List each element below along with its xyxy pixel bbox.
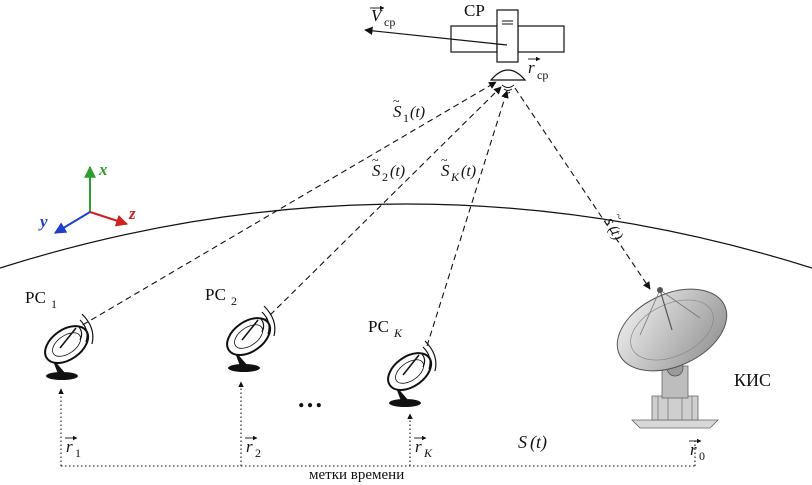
signal-kis-arg: (t) — [605, 223, 626, 243]
station-2-label: РС — [205, 285, 226, 304]
kis-vector-sub: 0 — [699, 449, 705, 463]
signal-path-2 — [262, 86, 502, 323]
station-2-dish-icon — [226, 305, 276, 372]
station-1-dish-icon — [44, 313, 94, 380]
satellite-position-sub: ср — [537, 68, 548, 82]
station-2-vector-sub: 2 — [255, 446, 261, 460]
stations-ellipsis: … — [297, 384, 323, 413]
signal-path-k — [426, 90, 509, 347]
station-k-dish-icon — [387, 340, 437, 407]
kis-label: КИС — [734, 370, 771, 390]
ground-signal-label: S — [518, 432, 527, 452]
station-k-vector-sub: K — [423, 446, 433, 460]
satellite-wave-icon — [501, 84, 515, 94]
satellite-label: СР — [464, 1, 485, 20]
velocity-sub: ср — [384, 15, 395, 29]
satellite-antenna — [489, 69, 527, 81]
station-k-vector: r — [415, 437, 422, 456]
signal-s2-sub: 2 — [382, 170, 388, 184]
station-2-vector: r — [246, 437, 253, 456]
tilde-mark: ~ — [393, 94, 400, 108]
coordinate-axes — [53, 165, 129, 234]
station-1-vector: r — [66, 437, 73, 456]
solar-panel-left — [450, 25, 498, 53]
ground-signal-arg: (t) — [530, 432, 547, 453]
timeline-label: метки времени — [309, 467, 404, 483]
tilde-mark: ~ — [441, 153, 448, 167]
signal-sk-arg: (t) — [461, 163, 476, 180]
solar-panel-right — [517, 25, 565, 53]
signal-sk-sub: K — [450, 170, 460, 184]
station-k-sub: K — [393, 326, 403, 340]
signal-s1-label: S — [393, 102, 402, 121]
signal-sk-label: S — [441, 161, 450, 180]
satellite-body — [496, 9, 519, 63]
station-1-sub: 1 — [51, 297, 57, 311]
station-1-vector-sub: 1 — [75, 446, 81, 460]
signal-s1-sub: 1 — [403, 111, 409, 125]
station-1-label: РС — [25, 288, 46, 307]
axis-x-label: x — [98, 160, 108, 179]
satellite-position-label: r — [528, 58, 535, 77]
velocity-label: V — [371, 6, 384, 25]
tilde-mark: ~ — [372, 153, 379, 167]
satellite — [450, 9, 565, 94]
signal-path-kis — [514, 87, 651, 290]
station-2-sub: 2 — [231, 294, 237, 308]
signal-s1-arg: (t) — [410, 104, 425, 121]
signal-path-1 — [73, 81, 497, 331]
axis-y-label: y — [38, 212, 48, 231]
station-k-label: РС — [368, 317, 389, 336]
velocity-vector — [364, 26, 508, 46]
axis-z-label: z — [128, 204, 136, 223]
kis-antenna-icon — [616, 287, 728, 429]
signal-s2-label: S — [372, 161, 381, 180]
earth-horizon — [0, 203, 812, 269]
signal-s2-arg: (t) — [390, 163, 405, 180]
kis-vector: r — [690, 440, 697, 459]
